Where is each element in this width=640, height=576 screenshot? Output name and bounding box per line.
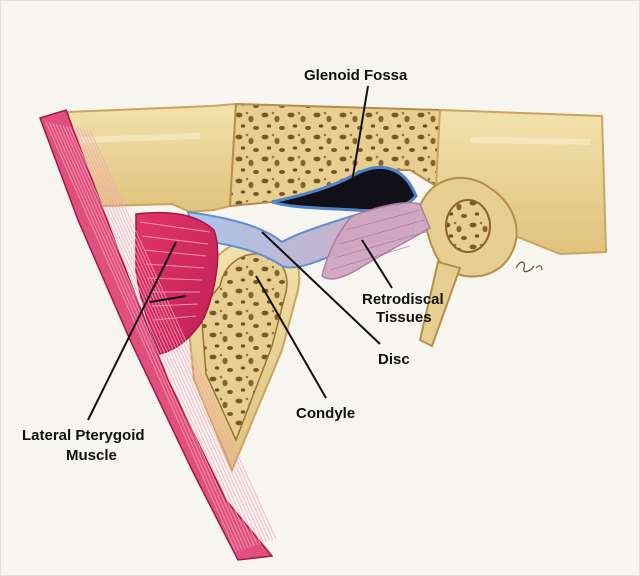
muscle-fiber [139, 221, 211, 233]
muscle-fiber [59, 124, 249, 549]
muscle-fiber [69, 126, 258, 546]
muscle-fiber [62, 125, 252, 548]
leader-glenoid-fossa [351, 85, 369, 183]
label-disc: Disc [378, 351, 410, 368]
label-lateral-pterygoid-line1: Lateral Pterygoid [22, 427, 145, 444]
muscle-fiber [89, 130, 277, 539]
label-glenoid-fossa: Glenoid Fossa [304, 67, 408, 84]
muscle-fiber [141, 235, 209, 245]
muscle-fiber [55, 123, 246, 550]
leader-pterygoid-2 [149, 295, 187, 303]
muscle-fibers [45, 121, 277, 553]
label-lateral-pterygoid-line2: Muscle [66, 447, 117, 464]
muscle-fiber [79, 128, 268, 542]
muscle-fiber [48, 122, 240, 552]
muscle-fiber [52, 123, 243, 551]
leader-disc [261, 231, 381, 345]
muscle-fiber [151, 303, 199, 307]
artist-signature [515, 261, 543, 273]
lateral-pterygoid-muscle [39, 109, 274, 561]
leader-condyle [255, 275, 327, 399]
muscle-fiber [143, 249, 207, 257]
labels: Glenoid Fossa Retrodiscal Tissues Disc C… [22, 67, 444, 464]
leader-retrodiscal [361, 239, 393, 289]
muscle-fiber [76, 127, 264, 544]
glenoid-fossa-cavity [271, 165, 418, 213]
muscle-fiber [65, 125, 255, 547]
leader-lines [87, 85, 393, 421]
muscle-fiber [72, 127, 261, 545]
label-retrodiscal-line1: Retrodiscal [362, 291, 444, 308]
retrodiscal-tissue-shape [321, 201, 431, 280]
muscle-fiber [145, 263, 205, 269]
label-retrodiscal-line2: Tissues [376, 309, 432, 326]
muscle-fiber [86, 129, 274, 540]
label-condyle: Condyle [296, 405, 355, 422]
temporal-bone [66, 102, 608, 256]
muscle-fiber [45, 121, 237, 553]
muscle-fiber [82, 129, 271, 541]
retrodiscal-fibers [329, 209, 427, 271]
postglenoid-process [418, 176, 518, 348]
muscle-fiber [153, 315, 197, 321]
leader-pterygoid-1 [87, 241, 177, 421]
